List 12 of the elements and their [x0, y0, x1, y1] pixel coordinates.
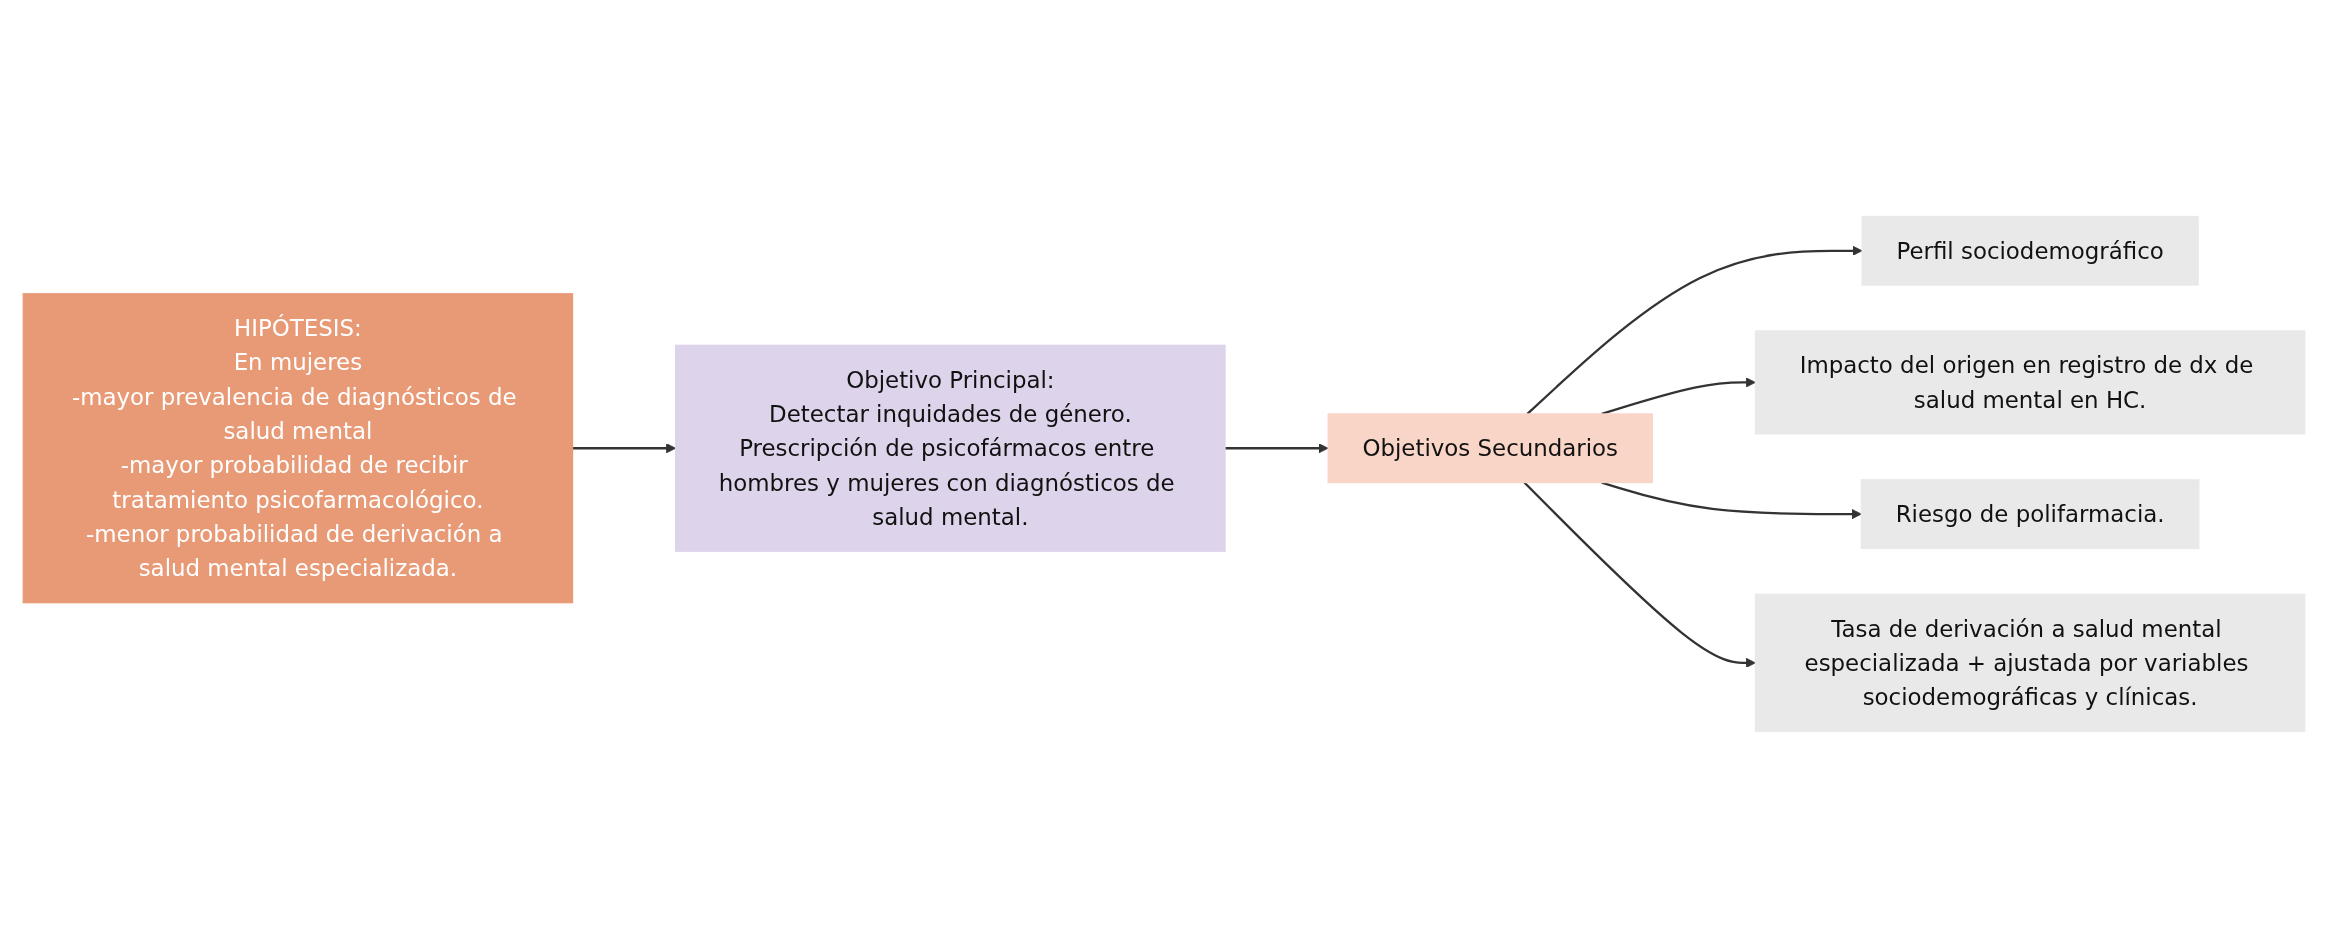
node-box: Riesgo de polifarmacia.	[1860, 479, 2200, 549]
node-box: Objetivos Secundarios	[1327, 413, 1653, 484]
node-box: Impacto del origen en registro de dx de salud mental en HC.	[1754, 330, 2306, 435]
arrow	[1225, 443, 1329, 454]
node-box: HIPÓTESIS: En mujeres -mayor prevalencia de diagnósticos de salud mental -mayor probabilidad de recibir tratamiento psicofarmacológico. -menor probabilidad de derivación a salud mental especializada.	[22, 293, 574, 604]
arrow	[1523, 481, 1756, 668]
arrow	[1526, 245, 1863, 415]
arrow	[1601, 481, 1862, 520]
arrow	[1601, 377, 1756, 415]
node-box: Tasa de derivación a salud mental especializada + ajustada por variables sociodemográficas y clínicas.	[1754, 593, 2306, 733]
node-box: Perfil sociodemográfico	[1861, 215, 2199, 286]
node-box: Objetivo Principal: Detectar inquidades de género. Prescripción de psicofármacos entre hombres y mujeres con diagnósticos de salud mental.	[675, 344, 1226, 552]
